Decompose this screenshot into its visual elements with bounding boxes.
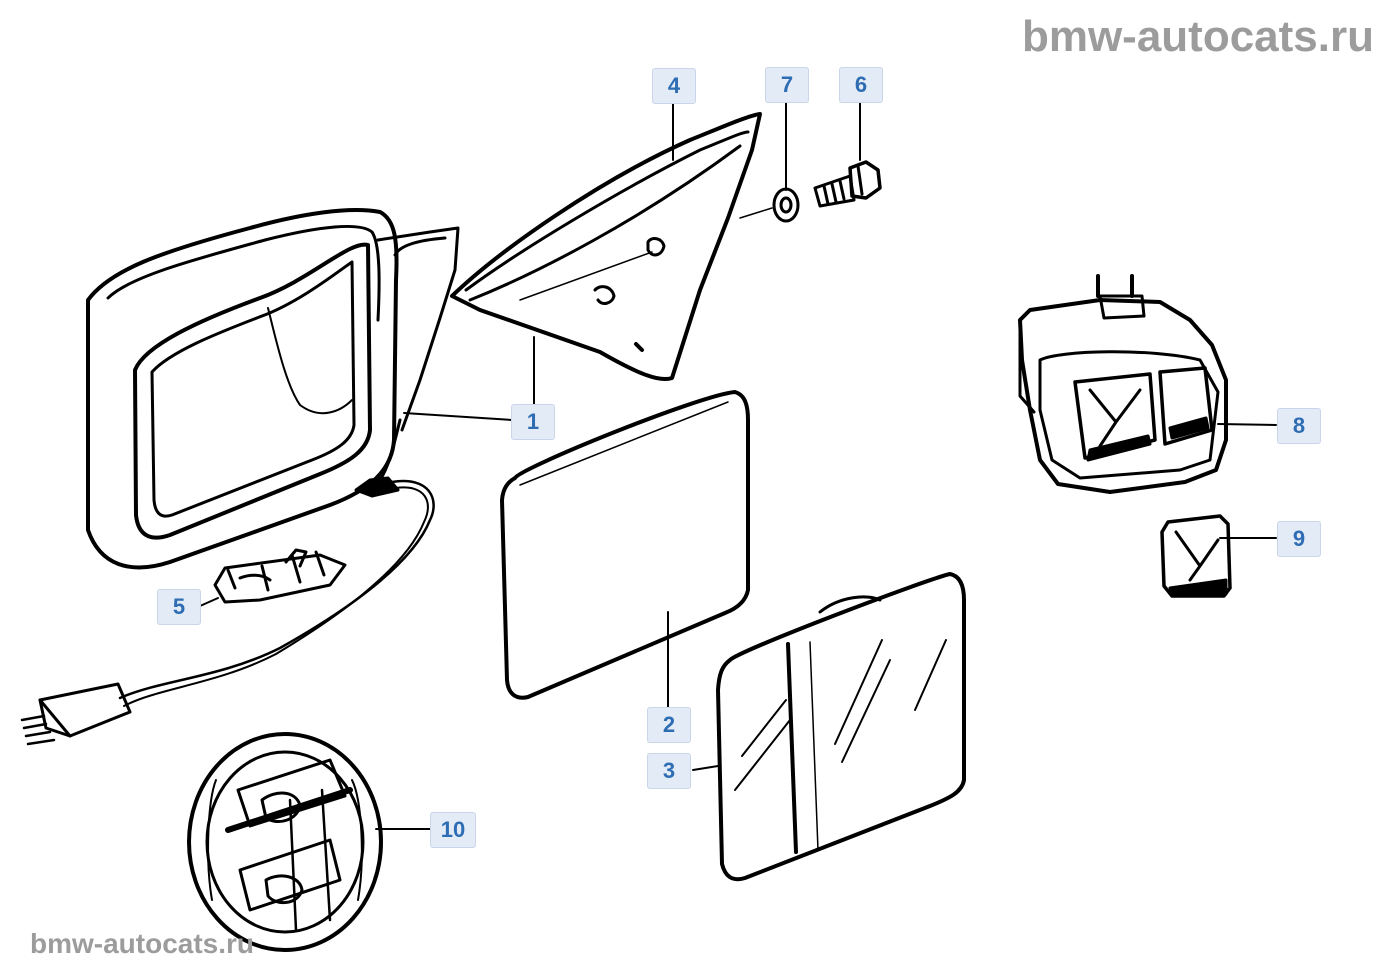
callout-1[interactable]: 1 [511, 404, 555, 440]
callout-2[interactable]: 2 [647, 707, 691, 743]
callout-9[interactable]: 9 [1277, 521, 1321, 557]
callout-6[interactable]: 6 [839, 67, 883, 103]
mirror-housing [86, 208, 460, 570]
callout-7[interactable]: 7 [765, 67, 809, 103]
mirror-glass-flat [500, 390, 750, 700]
mirror-glass-heated [716, 572, 966, 882]
switch-knob [1160, 514, 1232, 598]
clip-holder [213, 548, 347, 604]
callout-4[interactable]: 4 [652, 68, 696, 104]
washer [772, 187, 800, 223]
callout-3[interactable]: 3 [647, 753, 691, 789]
bolt [813, 160, 882, 208]
mirror-switch [1018, 274, 1228, 494]
callout-8[interactable]: 8 [1277, 408, 1321, 444]
watermark-bottom: bmw-autocats.ru [30, 928, 255, 959]
watermark-top: bmw-autocats.ru [1021, 12, 1374, 61]
leader-lines [199, 101, 1277, 830]
callout-5[interactable]: 5 [157, 589, 201, 625]
callout-10[interactable]: 10 [430, 812, 476, 848]
mirror-motor [187, 732, 383, 952]
mirror-base [450, 112, 773, 381]
wiring-cable [20, 479, 435, 746]
